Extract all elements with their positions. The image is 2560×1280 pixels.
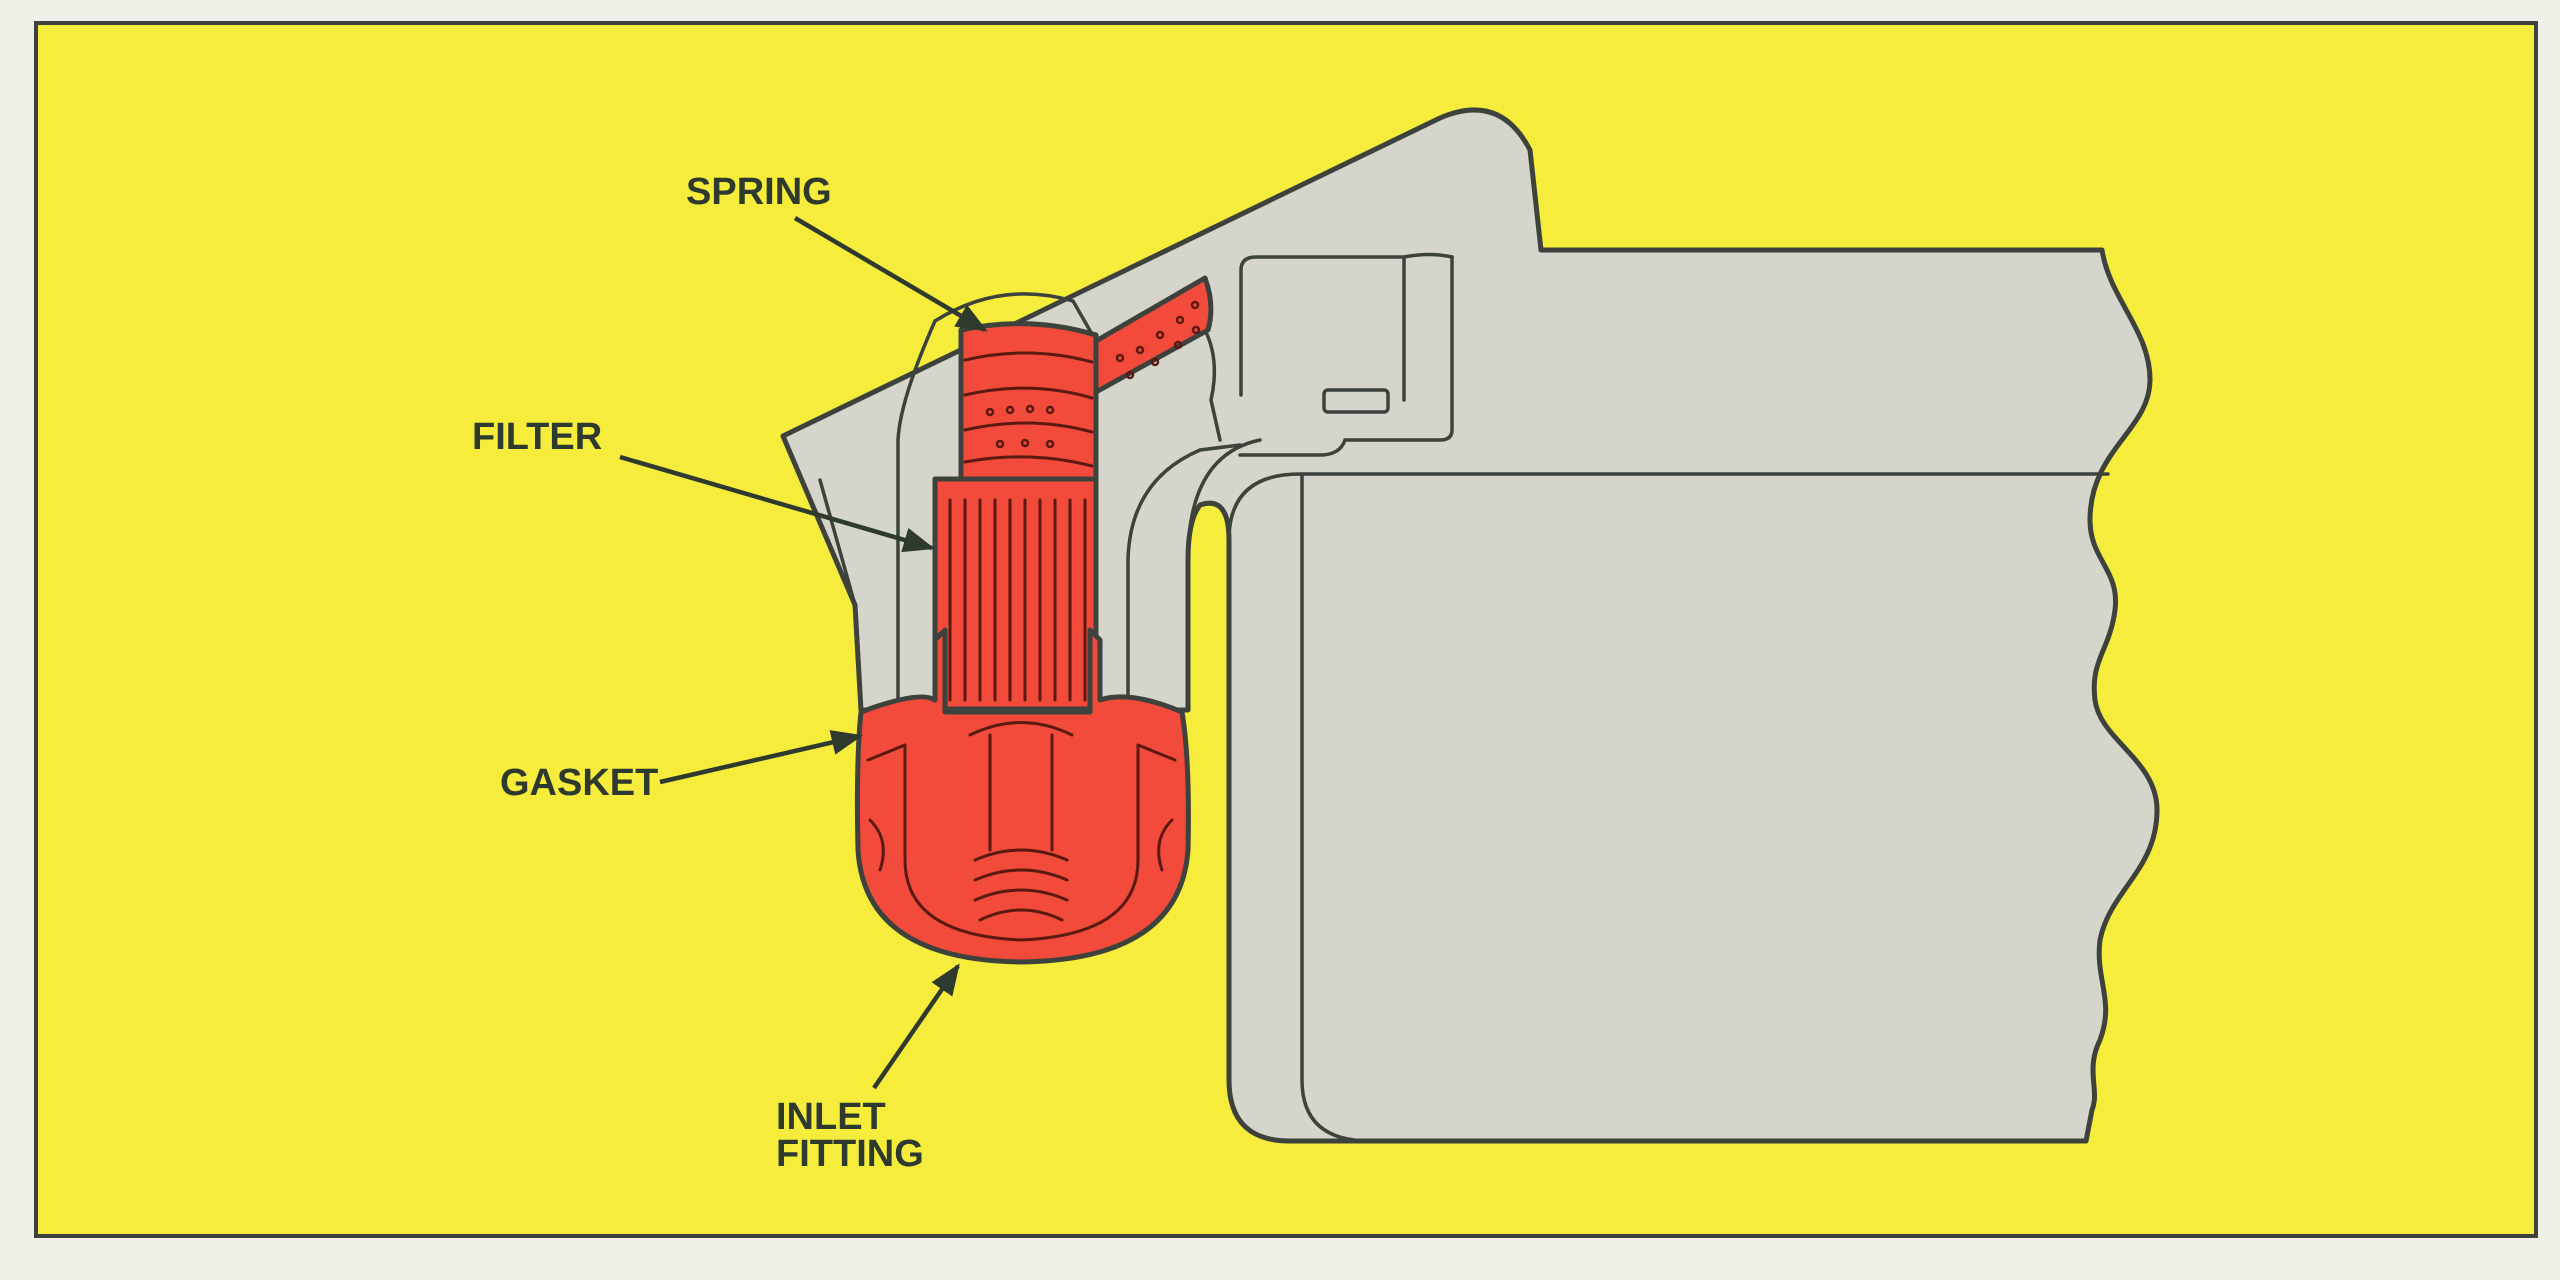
fuel-passage	[1093, 275, 1214, 395]
label-fitting: FITTING	[776, 1133, 924, 1175]
label-filter: FILTER	[472, 416, 602, 458]
label-gasket: GASKET	[500, 762, 658, 804]
arrow-spring	[793, 216, 988, 332]
spring	[958, 321, 1099, 482]
label-spring: SPRING	[686, 171, 832, 213]
inlet-fitting	[854, 627, 1191, 965]
filter-element	[932, 476, 1099, 712]
arrow-inlet-fitting	[872, 963, 960, 1090]
label-inlet: INLET	[776, 1096, 886, 1138]
passage-dots	[1115, 300, 1201, 380]
arrow-gasket	[659, 730, 864, 785]
arrow-filter	[619, 454, 936, 553]
